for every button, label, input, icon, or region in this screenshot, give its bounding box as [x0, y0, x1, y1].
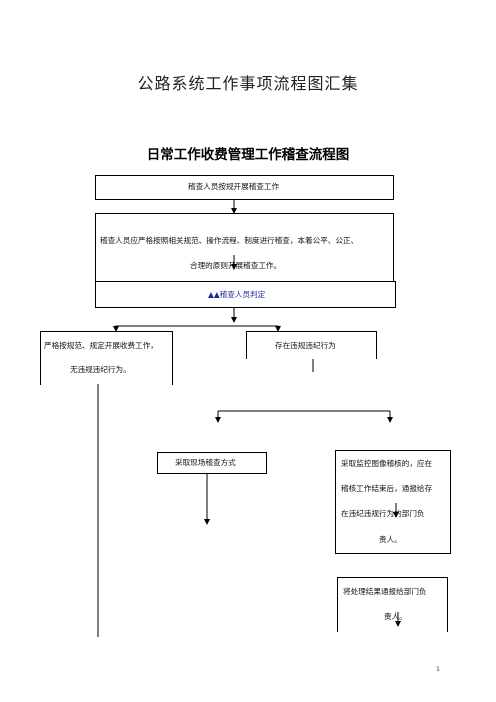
branch-judge — [115, 325, 279, 330]
node-violation — [246, 331, 377, 359]
node-monitor-line4: 责人。 — [379, 535, 402, 544]
node-principle-line2: 合理的原则开展稽查工作。 — [190, 261, 282, 270]
node-judge-label: ▲▲稽查人员判定 — [208, 290, 266, 299]
page-number: 1 — [435, 665, 440, 673]
node-principle — [95, 213, 394, 281]
node-report — [337, 577, 448, 632]
node-monitor — [335, 450, 451, 554]
node-monitor-line1: 采取监控图像稽核的，应在 — [341, 459, 433, 468]
node-onsite — [157, 452, 267, 474]
document-title: 公路系统工作事项流程图汇集 — [137, 74, 359, 93]
node-monitor-line3: 在违纪违规行为的部门负 — [341, 509, 425, 518]
node-compliant-line2: 无违规违纪行为。 — [70, 365, 131, 374]
node-compliant-line1: 严格按规范、规定开展收费工作， — [44, 341, 158, 350]
node-principle-line1: 稽查人员应严格按照相关规范、操作流程、制度进行稽查，本着公平、公正、 — [100, 236, 359, 245]
node-monitor-line2: 稽核工作结束后，通报给存 — [341, 484, 433, 493]
node-start-label: 稽查人员按规开展稽查工作 — [188, 182, 280, 191]
node-start — [95, 175, 394, 200]
node-report-line1: 将处理结果通报给部门负 — [343, 587, 427, 596]
node-judge — [95, 281, 396, 308]
node-violation-label: 存在违规违纪行为 — [275, 341, 336, 350]
node-onsite-label: 采取现场稽查方式 — [175, 458, 236, 467]
flowchart-title: 日常工作收费管理工作稽查流程图 — [146, 147, 350, 163]
node-report-line2: 责人。 — [384, 612, 407, 621]
node-compliant — [40, 331, 173, 385]
